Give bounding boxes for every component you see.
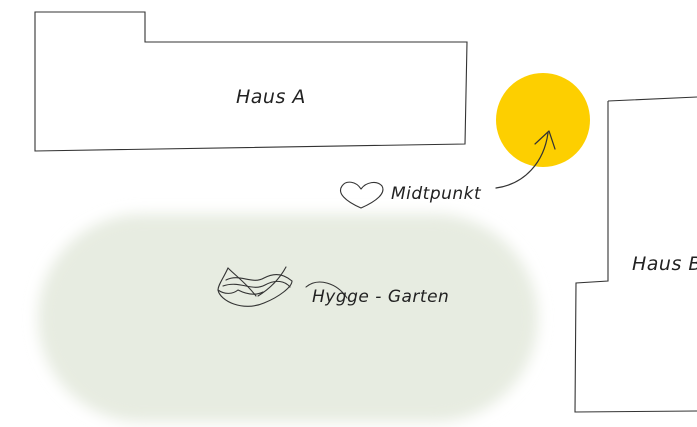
- arrow-head: [534, 130, 556, 150]
- midpoint-circle: [496, 73, 590, 167]
- heart-icon: [340, 181, 384, 209]
- garden-area: [38, 214, 538, 422]
- haus-b-label: Haus B: [632, 253, 697, 275]
- midpoint-arrow: [495, 132, 549, 189]
- garden-label: Hygge - Garten: [312, 287, 450, 307]
- garden-connector: [305, 281, 348, 299]
- midpoint-label: Midtpunkt: [391, 184, 482, 204]
- bowl-icon: [217, 266, 293, 307]
- haus-a-label: Haus A: [236, 86, 306, 108]
- haus-a-outline: [34, 11, 468, 152]
- haus-b-outline: [574, 96, 697, 413]
